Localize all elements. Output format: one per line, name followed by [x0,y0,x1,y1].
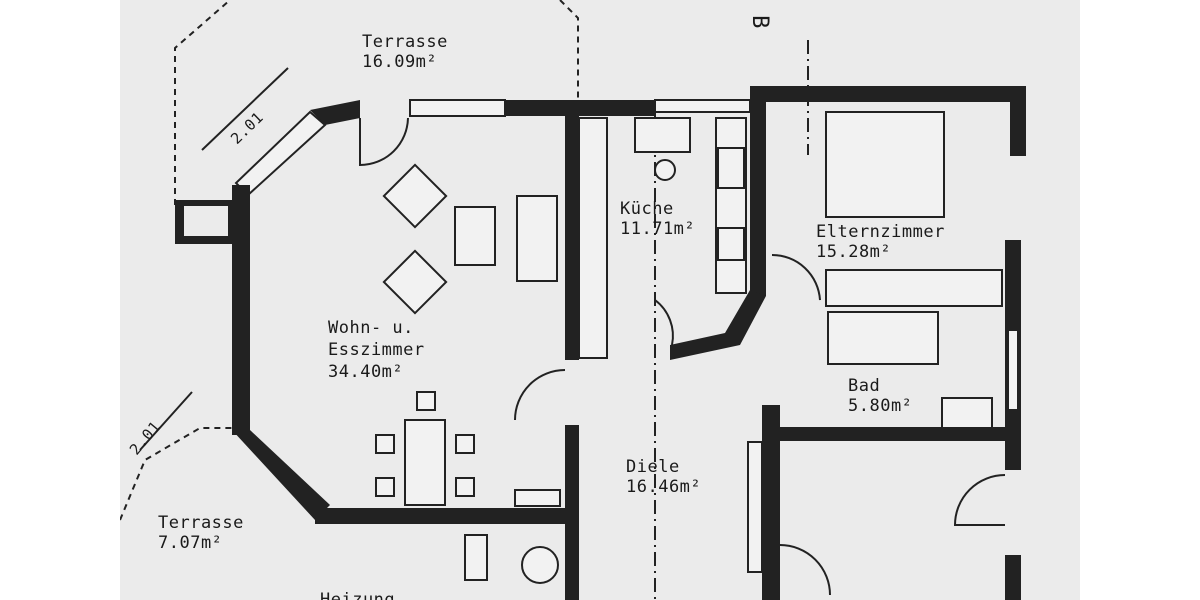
room-area: 34.40m² [328,362,404,382]
room-label-terrasse-bottom: Terrasse 7.07m² [158,513,244,553]
room-area: 5.80m² [848,396,913,416]
door-terrace [359,117,409,167]
room-name-line-2: Esszimmer [328,340,425,360]
section-marker: B [746,15,772,29]
room-label-heizung: Heizung [320,590,395,600]
terrace-outline-top [174,0,231,205]
walls [175,86,1026,600]
door-kitchen [654,299,674,346]
floor-plan: Terrasse 16.09m² Küche 11.71m² Elternzim… [120,0,1080,600]
room-label-bad: Bad 5.80m² [848,376,912,416]
room-label-wohnzimmer: Wohn- u. Esszimmer 34.40m² [328,317,425,383]
terrace-outline-bottom [120,427,240,521]
room-label-elternzimmer: Elternzimmer 15.28m² [816,222,945,262]
room-area: 11.71m² [620,219,696,239]
room-name: Terrasse [158,513,244,533]
floor-plan-drawing [120,0,1026,600]
room-label-diele: Diele 16.46m² [626,457,701,497]
dimension-line [201,67,289,151]
dimension-line [139,391,193,451]
room-name: Terrasse [362,32,448,52]
room-area: 15.28m² [816,242,892,262]
room-name: Küche [620,199,674,219]
room-label-terrasse-top: Terrasse 16.09m² [362,32,448,72]
room-label-kueche: Küche 11.71m² [620,199,695,239]
room-area: 16.46m² [626,477,702,497]
furniture [375,117,763,584]
room-area: 16.09m² [362,52,438,72]
door-room-2 [779,544,831,596]
door-bedroom [771,253,821,301]
door-living [514,369,566,421]
room-name: Wohn- u. [328,318,414,338]
room-area: 7.07m² [158,533,223,553]
room-name: Elternzimmer [816,222,945,242]
room-name: Heizung [320,590,396,600]
terrace-outline-top-right [559,0,579,100]
door-room [953,474,1006,526]
room-name: Diele [626,457,680,477]
room-name: Bad [848,376,881,396]
